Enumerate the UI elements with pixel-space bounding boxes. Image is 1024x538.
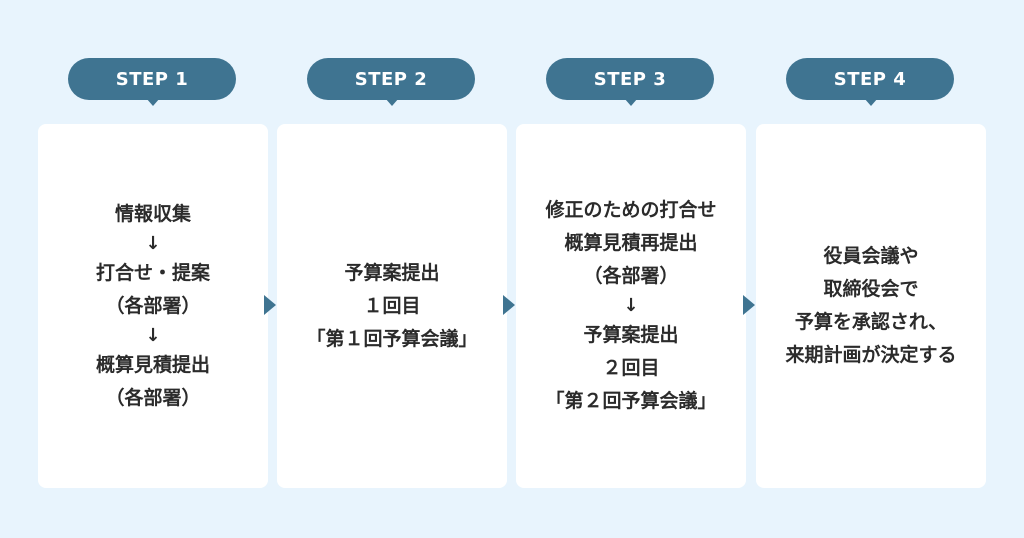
step-connector-arrow-icon-3 xyxy=(743,295,755,315)
step-4-card: 役員会議や 取締役会で 予算を承認され、 来期計画が決定する xyxy=(756,124,986,488)
step-4-line-2: 取締役会で xyxy=(823,278,919,300)
step-3-down-arrow-icon: ↓ xyxy=(623,295,639,316)
step-1-line-2: 打合せ・提案 xyxy=(95,261,210,284)
step-2-badge-pointer xyxy=(385,98,399,106)
step-3-card: 修正のための打合せ 概算見積再提出 （各部署） ↓ 予算案提出 ２回目 「第２回… xyxy=(516,124,746,488)
step-2-card: 予算案提出 １回目 「第１回予算会議」 xyxy=(277,124,507,488)
step-connector-arrow-icon-1 xyxy=(264,295,276,315)
step-4-badge: STEP 4 xyxy=(786,58,954,100)
step-3-badge: STEP 3 xyxy=(546,58,714,100)
step-4-badge-pointer xyxy=(864,98,878,106)
step-1-line-4: 概算見積提出 xyxy=(95,353,210,376)
step-3-badge-pointer xyxy=(624,98,638,106)
step-2-line-1: 予算案提出 xyxy=(344,261,440,284)
step-4-line-4: 来期計画が決定する xyxy=(785,344,957,366)
step-1-card: 情報収集 ↓ 打合せ・提案 （各部署） ↓ 概算見積提出 （各部署） xyxy=(38,124,268,488)
step-3-line-1: 修正のための打合せ xyxy=(545,199,717,221)
step-3-line-2: 概算見積再提出 xyxy=(564,232,698,254)
step-connector-arrow-icon-2 xyxy=(503,295,515,315)
step-1-badge: STEP 1 xyxy=(68,58,236,100)
step-3-line-3: （各部署） xyxy=(583,265,679,287)
step-2-line-2: １回目 xyxy=(363,294,421,317)
step-3: STEP 3 修正のための打合せ 概算見積再提出 （各部署） ↓ 予算案提出 ２… xyxy=(516,0,746,538)
step-2-line-3: 「第１回予算会議」 xyxy=(306,327,478,350)
step-1-down-arrow-icon-2: ↓ xyxy=(145,324,161,346)
step-2: STEP 2 予算案提出 １回目 「第１回予算会議」 xyxy=(277,0,507,538)
step-1-line-3: （各部署） xyxy=(105,294,201,317)
step-2-badge: STEP 2 xyxy=(307,58,475,100)
step-1-down-arrow-icon: ↓ xyxy=(145,232,161,254)
step-4: STEP 4 役員会議や 取締役会で 予算を承認され、 来期計画が決定する xyxy=(756,0,986,538)
step-3-line-4: 予算案提出 xyxy=(583,324,679,346)
step-3-line-6: 「第２回予算会議」 xyxy=(545,390,717,412)
step-3-line-5: ２回目 xyxy=(602,357,660,379)
step-1-line-1: 情報収集 xyxy=(114,202,191,225)
step-1-badge-pointer xyxy=(146,98,160,106)
step-1-line-5: （各部署） xyxy=(105,386,201,409)
step-4-line-3: 予算を承認され、 xyxy=(794,311,948,333)
step-1: STEP 1 情報収集 ↓ 打合せ・提案 （各部署） ↓ 概算見積提出 （各部署… xyxy=(38,0,268,538)
step-4-line-1: 役員会議や xyxy=(823,245,919,267)
